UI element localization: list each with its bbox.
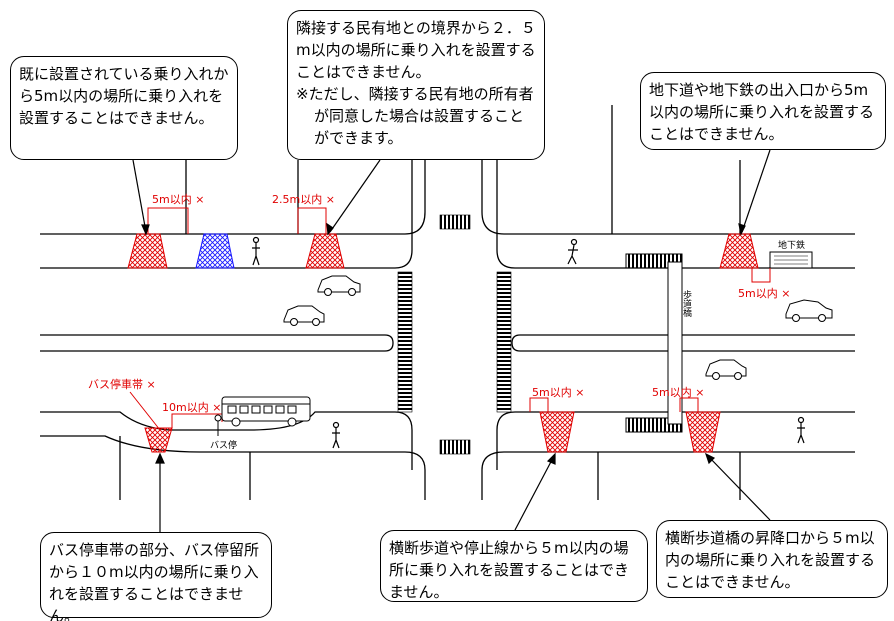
car-icon (283, 305, 325, 326)
callout-crosswalk: 横断歩道や停止線から５m以内の場所に乗り入れを設置することはできません。 (380, 530, 648, 602)
callout-subway-entrance: 地下道や地下鉄の出入口から5m以内の場所に乗り入れを設置することはできません。 (640, 72, 886, 150)
crosswalk-driveway-prohibited (539, 411, 575, 453)
crosswalk-east (496, 271, 512, 413)
bridge-5m-label: 5m以内 × (652, 385, 704, 399)
callout-property-boundary: 隣接する民有地との境界から２．５m以内の場所に乗り入れを設置することはできません… (287, 10, 545, 160)
subway-sign: 地下鉄 (778, 239, 805, 251)
car-icon (705, 359, 747, 380)
pedestrian-bridge (625, 253, 683, 433)
boundary-25m-label: 2.5m以内 × (272, 192, 335, 206)
bus-icon (221, 396, 311, 427)
callout-bus-text: バス停車帯の部分、バス停留所から１０m以内の場所に乗り入れを設置することはできま… (49, 541, 260, 621)
crosswalk-north (439, 214, 471, 230)
bus-driveway-prohibited (144, 427, 173, 453)
subway-5m-label: 5m以内 × (738, 286, 790, 300)
pedestrian-icon (252, 236, 260, 266)
crosswalk-south (439, 439, 471, 455)
bus-zone-label: バス停車帯 × (88, 377, 156, 391)
pedestrian-bridge-label: 歩道橋 (681, 290, 691, 317)
subway-entrance (769, 251, 813, 269)
existing-5m-label: 5m以内 × (152, 192, 204, 206)
car-icon (317, 275, 361, 296)
callout-bridge-text: 横断歩道橋の昇降口から５m以内の場所に乗り入れを設置することはできません。 (665, 529, 876, 591)
pedestrian-icon (332, 421, 340, 449)
bus-stop-sign (214, 414, 222, 436)
crosswalk-5m-label: 5m以内 × (532, 385, 584, 399)
car-icon (785, 299, 833, 322)
boundary-driveway-prohibited (305, 233, 345, 269)
subway-driveway-prohibited (719, 233, 759, 269)
crosswalk-west (397, 271, 413, 413)
callout-pointers (132, 149, 771, 532)
callout-pedestrian-bridge: 横断歩道橋の昇降口から５m以内の場所に乗り入れを設置することはできません。 (656, 520, 888, 598)
bridge-driveway-prohibited (685, 411, 721, 453)
existing-driveway-prohibited (127, 233, 168, 269)
callout-subway-text: 地下道や地下鉄の出入口から5m以内の場所に乗り入れを設置することはできません。 (649, 81, 875, 143)
existing-driveway (195, 233, 235, 269)
bus-stop-label: バス停 (210, 439, 237, 451)
callout-existing-text: 既に設置されている乗り入れから5m以内の場所に乗り入れを設置することはできません… (19, 65, 229, 127)
callout-boundary-text: 隣接する民有地との境界から２．５m以内の場所に乗り入れを設置することはできません… (296, 19, 536, 81)
pedestrian-icon (567, 238, 578, 265)
callout-existing-driveway: 既に設置されている乗り入れから5m以内の場所に乗り入れを設置することはできません… (10, 56, 238, 160)
callout-bus-stop: バス停車帯の部分、バス停留所から１０m以内の場所に乗り入れを設置することはできま… (40, 532, 272, 621)
callout-boundary-note: ※ただし、隣接する民有地の所有者が同意した場合は設置することができます。 (296, 85, 534, 147)
bus-10m-label: 10m以内 × (162, 400, 221, 414)
callout-crosswalk-text: 横断歩道や停止線から５m以内の場所に乗り入れを設置することはできません。 (389, 539, 630, 601)
pedestrian-icon (797, 416, 805, 444)
